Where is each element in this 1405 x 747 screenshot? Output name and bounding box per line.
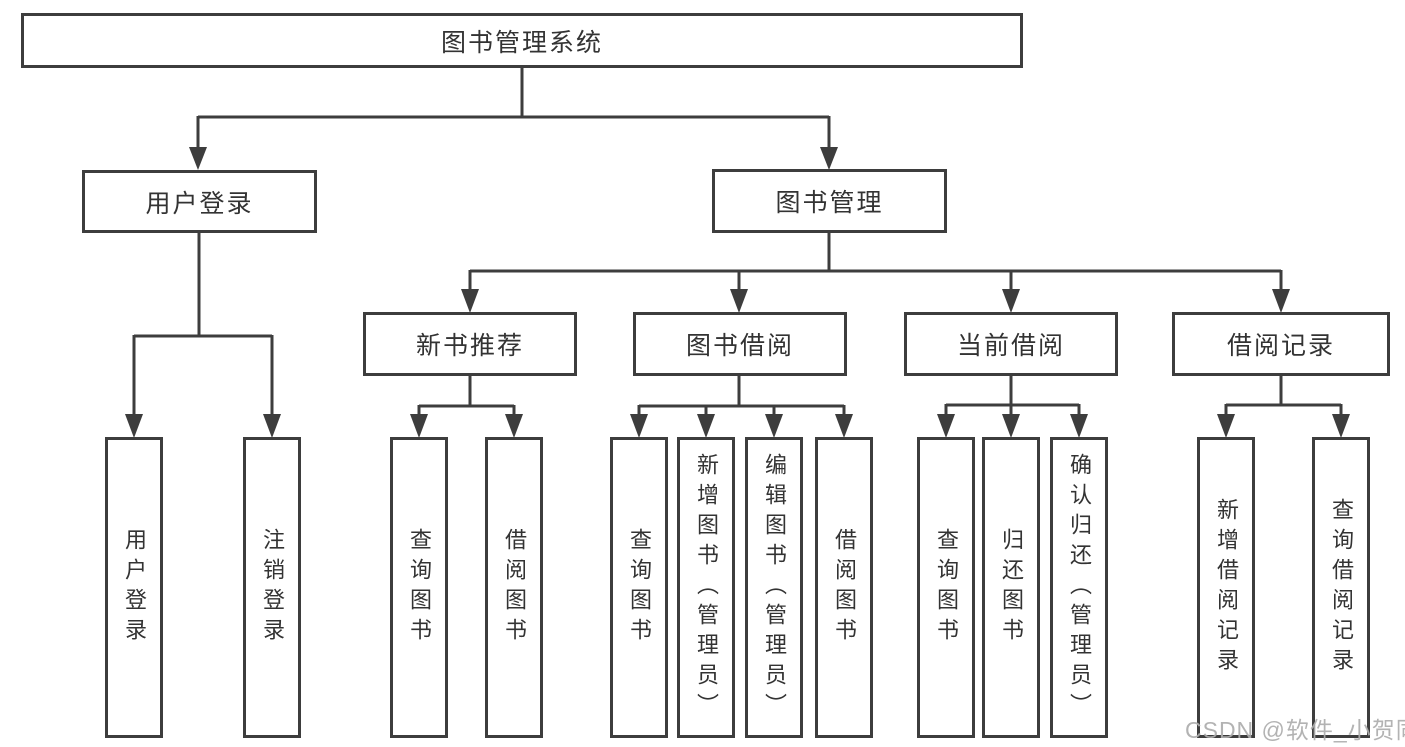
arrow-down-icon xyxy=(1332,414,1350,438)
node-label: 查询借阅记录 xyxy=(1329,497,1354,678)
leaf-edit-books-admin: 编辑图书（管理员） xyxy=(745,437,803,738)
node-borrow-records: 借阅记录 xyxy=(1172,312,1390,376)
node-label: 注销登录 xyxy=(260,527,285,648)
connector-root-to-level2 xyxy=(196,68,831,148)
connector-book-borrow-to-leaves xyxy=(637,374,846,416)
arrow-down-icon xyxy=(410,414,428,438)
node-label: 图书管理 xyxy=(775,189,884,217)
node-book-management: 图书管理 xyxy=(712,169,947,233)
leaf-query-borrow-record: 查询借阅记录 xyxy=(1312,437,1370,738)
arrow-down-icon xyxy=(461,289,479,313)
arrow-down-icon xyxy=(765,414,783,438)
connector-user-login-to-leaves xyxy=(132,232,274,415)
node-label: 借阅图书 xyxy=(502,527,527,648)
node-label: 用户登录 xyxy=(145,189,254,218)
arrow-down-icon xyxy=(1272,289,1290,313)
leaf-borrow-books: 借阅图书 xyxy=(815,437,873,738)
connector-book-management-to-level3 xyxy=(468,232,1283,290)
node-label: 归还图书 xyxy=(999,527,1024,648)
leaf-query-books-borrow: 查询图书 xyxy=(610,437,668,738)
node-book-borrow: 图书借阅 xyxy=(633,312,847,376)
leaf-confirm-return-admin: 确认归还（管理员） xyxy=(1050,437,1108,738)
node-label: 编辑图书（管理员） xyxy=(762,452,787,723)
connector-new-book-to-leaves xyxy=(417,374,516,416)
node-label: 图书管理系统 xyxy=(440,28,603,57)
node-library-management-system: 图书管理系统 xyxy=(21,13,1023,68)
leaf-logout: 注销登录 xyxy=(243,437,301,738)
leaf-borrow-books-recommend: 借阅图书 xyxy=(485,437,543,738)
node-label: 查询图书 xyxy=(934,527,959,648)
arrow-down-icon xyxy=(1002,289,1020,313)
node-label: 图书借阅 xyxy=(685,332,794,360)
node-label: 新增图书（管理员） xyxy=(694,452,719,723)
node-label: 新书推荐 xyxy=(415,332,524,360)
node-label: 借阅记录 xyxy=(1226,332,1335,360)
arrow-down-icon xyxy=(1217,414,1235,438)
leaf-query-books-current: 查询图书 xyxy=(917,437,975,738)
csdn-watermark: CSDN @软件_小贺同学 xyxy=(1185,717,1405,743)
node-label: 用户登录 xyxy=(122,527,147,648)
arrow-down-icon xyxy=(505,414,523,438)
leaf-add-books-admin: 新增图书（管理员） xyxy=(677,437,735,738)
arrow-down-icon xyxy=(835,414,853,438)
node-label: 借阅图书 xyxy=(832,527,857,648)
arrow-down-icon xyxy=(820,147,838,170)
arrow-down-icon xyxy=(630,414,648,438)
node-current-borrow: 当前借阅 xyxy=(904,312,1118,376)
arrow-down-icon xyxy=(937,414,955,438)
arrow-down-icon xyxy=(730,289,748,313)
node-label: 新增借阅记录 xyxy=(1214,497,1239,678)
arrow-down-icon xyxy=(125,414,143,438)
arrow-down-icon xyxy=(1070,414,1088,438)
leaf-query-books-recommend: 查询图书 xyxy=(390,437,448,738)
arrow-down-icon xyxy=(697,414,715,438)
node-label: 查询图书 xyxy=(407,527,432,648)
node-label: 查询图书 xyxy=(627,527,652,648)
connector-borrow-record-to-leaves xyxy=(1224,374,1343,416)
leaf-return-books: 归还图书 xyxy=(982,437,1040,738)
node-user-login: 用户登录 xyxy=(82,170,317,233)
arrow-down-icon xyxy=(1002,414,1020,438)
connector-current-borrow-to-leaves xyxy=(944,374,1081,416)
node-new-book-recommend: 新书推荐 xyxy=(363,312,577,376)
node-label: 当前借阅 xyxy=(956,332,1065,360)
arrow-down-icon xyxy=(189,147,207,170)
leaf-user-login: 用户登录 xyxy=(105,437,163,738)
arrow-down-icon xyxy=(263,414,281,438)
node-label: 确认归还（管理员） xyxy=(1067,452,1092,723)
leaf-add-borrow-record: 新增借阅记录 xyxy=(1197,437,1255,738)
